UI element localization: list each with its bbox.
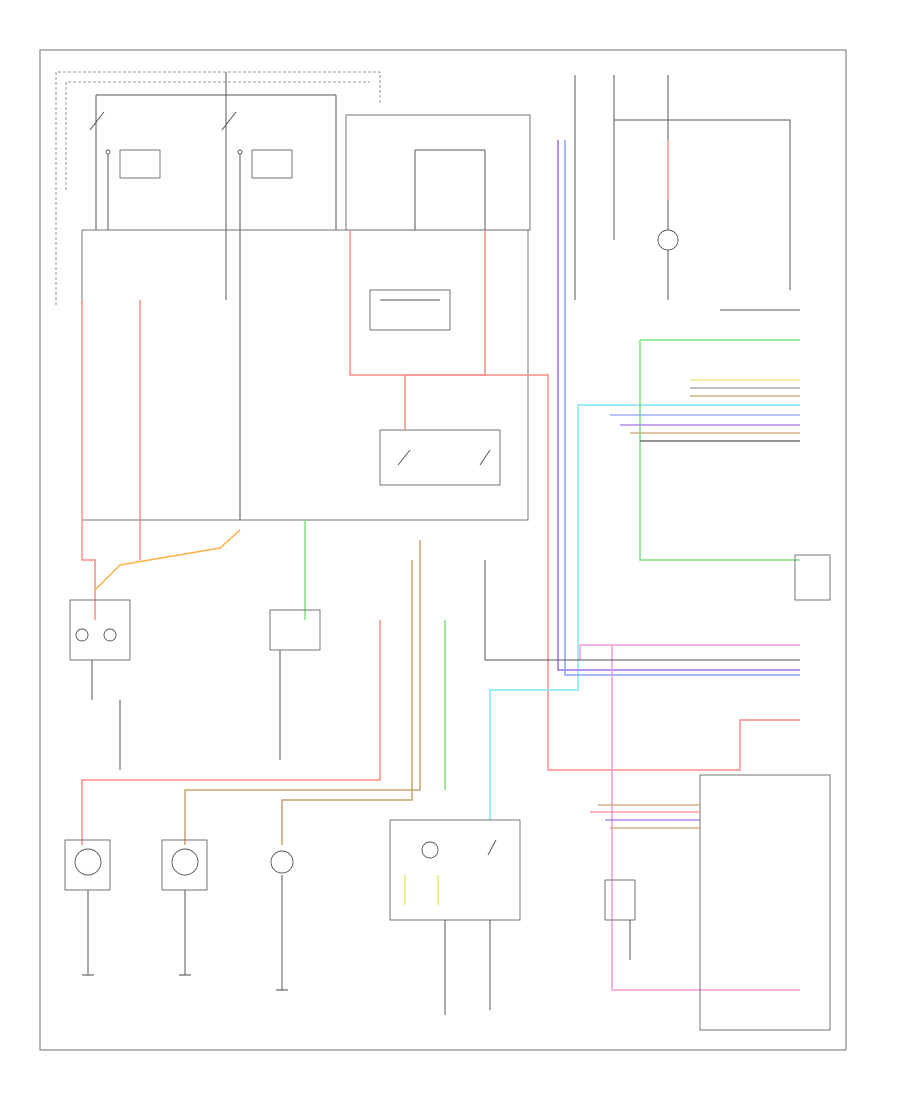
bottom-lamps [64, 839, 294, 991]
right-side-wiring [484, 75, 831, 1031]
pink-wire [579, 644, 800, 660]
red-wire-left [81, 300, 96, 620]
blue-wire [564, 140, 800, 676]
purple-wire [557, 140, 800, 671]
diagram-frame [39, 49, 847, 1051]
orange-wire [94, 529, 241, 591]
left-center-wiring [81, 230, 800, 845]
top-left-switch-section [55, 71, 531, 521]
cyan-wire [489, 404, 800, 820]
tan-wire [184, 540, 421, 845]
headlight-switch-area [69, 599, 321, 770]
center-switch-box [389, 819, 521, 1015]
